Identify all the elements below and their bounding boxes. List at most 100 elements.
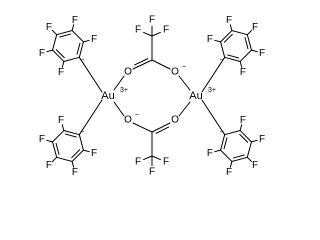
fluorine-atom-label: F bbox=[72, 15, 78, 26]
carbanion-charge: − bbox=[80, 129, 84, 136]
oxygen-charge: − bbox=[182, 64, 186, 71]
carbonyl-bond bbox=[151, 122, 171, 133]
aryl-top-left-cf-bond bbox=[51, 29, 58, 36]
fluorine-atom-label: F bbox=[135, 157, 141, 168]
aryl-top-left-ring-bond bbox=[76, 42, 81, 55]
aryl-top-left-cf-bond bbox=[46, 49, 54, 53]
fluorine-atom-label: F bbox=[58, 67, 64, 78]
oxygen-atom-label: O bbox=[171, 67, 179, 78]
aryl-bottom-left-ring-bond bbox=[55, 142, 60, 155]
aryl-bottom-right-ring-bond bbox=[239, 133, 249, 143]
aryl-top-right-cf-bond bbox=[229, 24, 233, 32]
aryl-top-left-cf-bond bbox=[61, 60, 65, 68]
aryl-bottom-right-ring-bond bbox=[246, 141, 252, 158]
aryl-bottom-left-ring-bond bbox=[64, 133, 77, 138]
fluorine-atom-label: F bbox=[252, 22, 258, 33]
aryl-bottom-right-cf-bond bbox=[250, 139, 258, 143]
fluorine-atom-label: F bbox=[39, 134, 45, 145]
aryl-top-left-ring-bond bbox=[56, 30, 73, 36]
aryl-top-right-ring-bond bbox=[220, 30, 233, 43]
aryl-bottom-right-cf-bond bbox=[246, 156, 253, 163]
aryl-top-right-au-bond bbox=[201, 56, 226, 93]
aryl-bottom-right-cf-bond bbox=[229, 160, 233, 168]
aryl-top-right-cf-bond bbox=[239, 60, 243, 68]
aryl-top-left-ring-bond bbox=[52, 49, 65, 62]
carbonyl-bond bbox=[134, 58, 149, 66]
fluorine-atom-label: F bbox=[259, 134, 265, 145]
cf-bond bbox=[143, 155, 153, 161]
fluorine-atom-label: F bbox=[259, 48, 265, 59]
o-au-bond bbox=[178, 101, 191, 117]
fluorine-atom-label: F bbox=[39, 48, 45, 59]
gold-charge-left: 3+ bbox=[120, 87, 128, 94]
aryl-bottom-right-cf-bond bbox=[239, 124, 243, 132]
aryl-bottom-left-ring-bond bbox=[56, 156, 73, 162]
carbanion-charge: − bbox=[220, 129, 224, 136]
fluorine-atom-label: F bbox=[207, 34, 213, 45]
gold-charge-right: 3+ bbox=[208, 87, 216, 94]
carboxylate-bond bbox=[151, 59, 171, 70]
fluorine-atom-label: F bbox=[91, 148, 97, 159]
cf-bond bbox=[151, 155, 161, 161]
fluorine-atom-label: F bbox=[46, 160, 52, 171]
aryl-bottom-left-ring-bond bbox=[52, 141, 58, 158]
aryl-bottom-left-ring-bond bbox=[52, 130, 65, 143]
fluorine-atom-label: F bbox=[135, 25, 141, 36]
aryl-top-right-ring-bond bbox=[220, 41, 226, 58]
aryl-bottom-right-au-bond bbox=[201, 99, 226, 136]
oxygen-atom-label: O bbox=[124, 67, 132, 78]
aryl-top-right-ring-bond bbox=[244, 37, 249, 50]
aryl-top-right-ring-bond bbox=[231, 30, 248, 36]
aryl-top-left-ring-bond bbox=[59, 33, 72, 38]
aryl-bottom-right-ring-bond bbox=[231, 156, 248, 162]
aryl-bottom-left-au-bond bbox=[78, 99, 103, 136]
bond-layer bbox=[46, 24, 258, 168]
aryl-bottom-left-cf-bond bbox=[61, 124, 65, 132]
fluorine-atom-label: F bbox=[240, 115, 246, 126]
aryl-top-right-ring-bond bbox=[239, 49, 252, 62]
fluorine-atom-label: F bbox=[240, 67, 246, 78]
aryl-bottom-right-ring-bond bbox=[223, 137, 228, 150]
gold-atom-right: Au bbox=[189, 90, 202, 102]
aryl-bottom-left-cf-bond bbox=[82, 149, 90, 153]
carboxylate-bond bbox=[132, 122, 153, 133]
aryl-top-right-ring-bond bbox=[224, 56, 241, 62]
aryl-top-left-ring-bond bbox=[71, 30, 84, 43]
aryl-top-right-cf-bond bbox=[214, 39, 222, 43]
aryl-top-left-au-bond bbox=[78, 56, 103, 93]
aryl-bottom-right-ring-bond bbox=[239, 130, 252, 143]
o-au-bond bbox=[113, 101, 125, 117]
aryl-bottom-right-cf-bond bbox=[214, 149, 222, 153]
fluorine-atom-label: F bbox=[163, 25, 169, 36]
fluorine-atom-label: F bbox=[163, 157, 169, 168]
fluorine-atom-label: F bbox=[91, 34, 97, 45]
aryl-bottom-right-ring-bond bbox=[220, 149, 233, 162]
aryl-bottom-right-ring-bond bbox=[220, 134, 226, 151]
aryl-top-left-cf-bond bbox=[71, 24, 75, 32]
aryl-bottom-left-cf-bond bbox=[71, 160, 75, 168]
fluorine-atom-label: F bbox=[207, 148, 213, 159]
aryl-top-right-ring-bond bbox=[227, 54, 240, 59]
carbonyl-bond bbox=[155, 126, 170, 134]
fluorine-atom-label: F bbox=[149, 15, 155, 26]
aryl-top-left-ring-bond bbox=[55, 49, 65, 59]
o-au-bond bbox=[178, 75, 191, 91]
aryl-top-left-ring-bond bbox=[78, 41, 84, 58]
fluorine-atom-label: F bbox=[252, 160, 258, 171]
gold-atom-left: Au bbox=[101, 90, 114, 102]
carbanion-charge: − bbox=[220, 57, 224, 64]
aryl-top-right-cf-bond bbox=[250, 49, 258, 53]
aryl-bottom-left-ring-bond bbox=[71, 149, 81, 159]
carbonyl-bond bbox=[132, 59, 153, 70]
aryl-top-left-ring-bond bbox=[63, 56, 80, 62]
aryl-top-left-cf-bond bbox=[82, 39, 90, 43]
aryl-bottom-left-cf-bond bbox=[51, 156, 58, 163]
aryl-bottom-right-ring-bond bbox=[232, 154, 245, 159]
fluorine-atom-label: F bbox=[58, 115, 64, 126]
aryl-bottom-left-ring-bond bbox=[71, 149, 84, 162]
fluorine-atom-label: F bbox=[149, 167, 155, 178]
aryl-bottom-left-ring-bond bbox=[63, 130, 80, 136]
